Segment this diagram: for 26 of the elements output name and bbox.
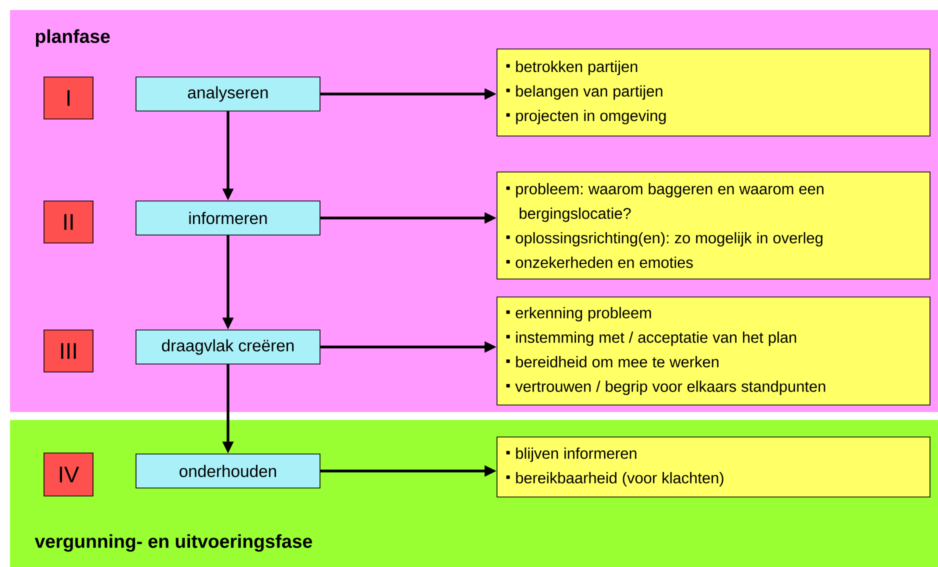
- step-box: analyseren: [136, 76, 320, 112]
- bullet-item: oplossingsrichting(en): zo mogelijk in overleg: [506, 232, 822, 246]
- bullet-item: bereidheid om mee te werken: [506, 356, 718, 368]
- bullet-list-box: [496, 296, 930, 406]
- bullet-item: belangen van partijen: [506, 85, 662, 100]
- bullet-list-box: [496, 436, 930, 498]
- step-box: informeren: [136, 200, 320, 236]
- step-box: draagvlak creëren: [136, 330, 320, 364]
- bullet-item: bereikbaarheid (voor klachten): [506, 472, 724, 486]
- step-box: onderhouden: [136, 454, 320, 488]
- bullet-item: instemming met / acceptatie van het plan: [506, 332, 796, 346]
- bullet-list-box: [496, 172, 930, 280]
- bullet-item: probleem: waarom baggeren en waarom een bergingslocatie?: [506, 183, 824, 222]
- bullet-item: onzekerheden en emoties: [506, 256, 693, 268]
- bullet-item: vertrouwen / begrip voor elkaars standpunten: [506, 380, 826, 396]
- bullet-item: betrokken partijen: [506, 60, 638, 76]
- phase-number-box: III: [44, 330, 94, 372]
- phase-title: vergunning- en uitvoeringsfase: [34, 534, 312, 552]
- phase-number-box: I: [44, 76, 94, 120]
- bullet-item: erkenning probleem: [506, 306, 651, 322]
- phase-number-box: II: [44, 200, 94, 244]
- bullet-item: projecten in omgeving: [506, 110, 666, 124]
- phase-number-box: IV: [44, 452, 94, 496]
- bullet-item: blijven informeren: [506, 448, 636, 462]
- bullet-list-box: [496, 48, 930, 136]
- phase-title: planfase: [36, 29, 110, 47]
